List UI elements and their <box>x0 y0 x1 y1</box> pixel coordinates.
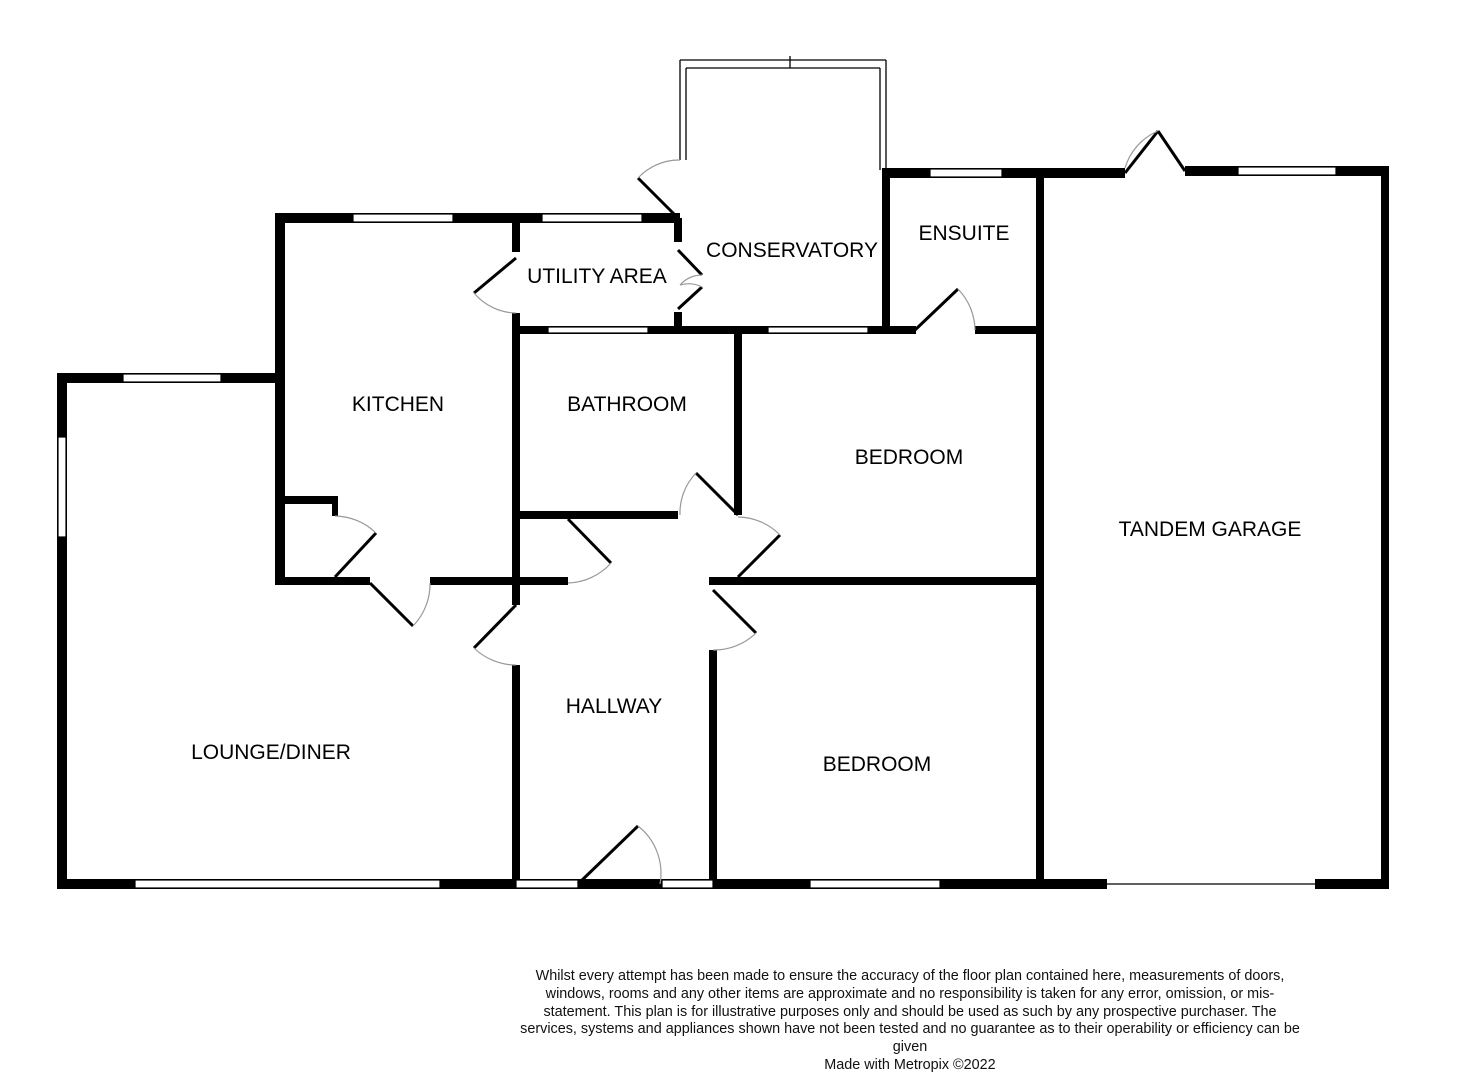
walls <box>57 166 1389 889</box>
room-label-kitchen: KITCHEN <box>352 393 444 416</box>
doors <box>333 130 1187 886</box>
room-label-bedroom-1: BEDROOM <box>855 446 964 469</box>
room-label-lounge-diner: LOUNGE/DINER <box>191 741 351 764</box>
room-label-utility-area: UTILITY AREA <box>527 265 667 288</box>
disclaimer: Whilst every attempt has been made to en… <box>520 968 1300 1075</box>
room-label-bathroom: BATHROOM <box>567 393 687 416</box>
conservatory-glazing <box>679 56 887 170</box>
room-label-bedroom-2: BEDROOM <box>823 753 932 776</box>
room-label-tandem-garage: TANDEM GARAGE <box>1119 518 1302 541</box>
room-labels: LOUNGE/DINER KITCHEN UTILITY AREA CONSER… <box>191 222 1301 776</box>
disclaimer-text: Whilst every attempt has been made to en… <box>520 968 1300 1056</box>
windows <box>57 166 1337 889</box>
room-label-ensuite: ENSUITE <box>918 222 1009 245</box>
credit-text: Made with Metropix ©2022 <box>824 1056 996 1073</box>
room-label-hallway: HALLWAY <box>566 695 662 718</box>
room-label-conservatory: CONSERVATORY <box>706 239 878 262</box>
